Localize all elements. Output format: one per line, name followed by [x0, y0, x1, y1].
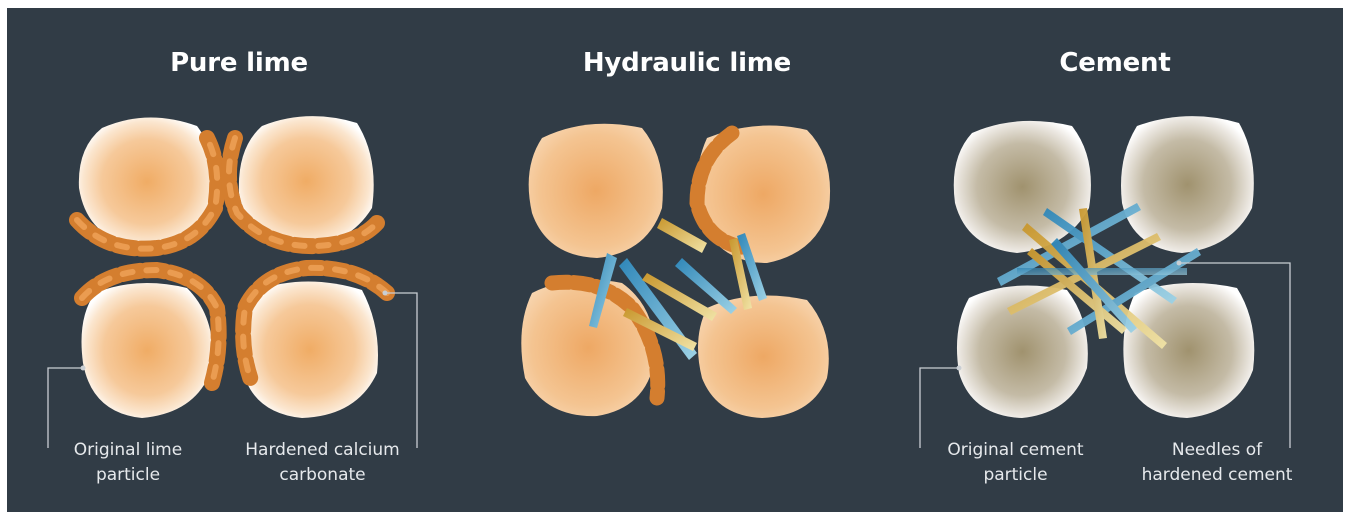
cement-diagram [920, 116, 1290, 448]
cement-particle [1123, 283, 1254, 418]
label-hardened-calcium-carbonate: Hardened calcium carbonate [235, 438, 410, 488]
lime-particle [698, 296, 829, 419]
panel-title-hydraulic-lime: Hydraulic lime [507, 48, 867, 78]
cement-particle [1121, 116, 1254, 253]
lime-particle [521, 280, 655, 416]
lime-particle [242, 282, 378, 419]
label-original-cement-particle: Original cement particle [933, 438, 1098, 488]
panel-title-pure-lime: Pure lime [59, 48, 419, 78]
pure-lime-diagram [48, 116, 417, 448]
lime-particle [529, 124, 663, 258]
hydraulic-lime-diagram [521, 124, 830, 418]
label-needles-of-hardened-cement: Needles of hardened cement [1132, 438, 1302, 488]
label-original-lime-particle: Original lime particle [53, 438, 203, 488]
diagram-panel: Pure lime Hydraulic lime Cement Original… [7, 8, 1343, 512]
panel-title-cement: Cement [935, 48, 1295, 78]
lime-particle [82, 283, 213, 418]
diagram-illustration [7, 8, 1343, 512]
